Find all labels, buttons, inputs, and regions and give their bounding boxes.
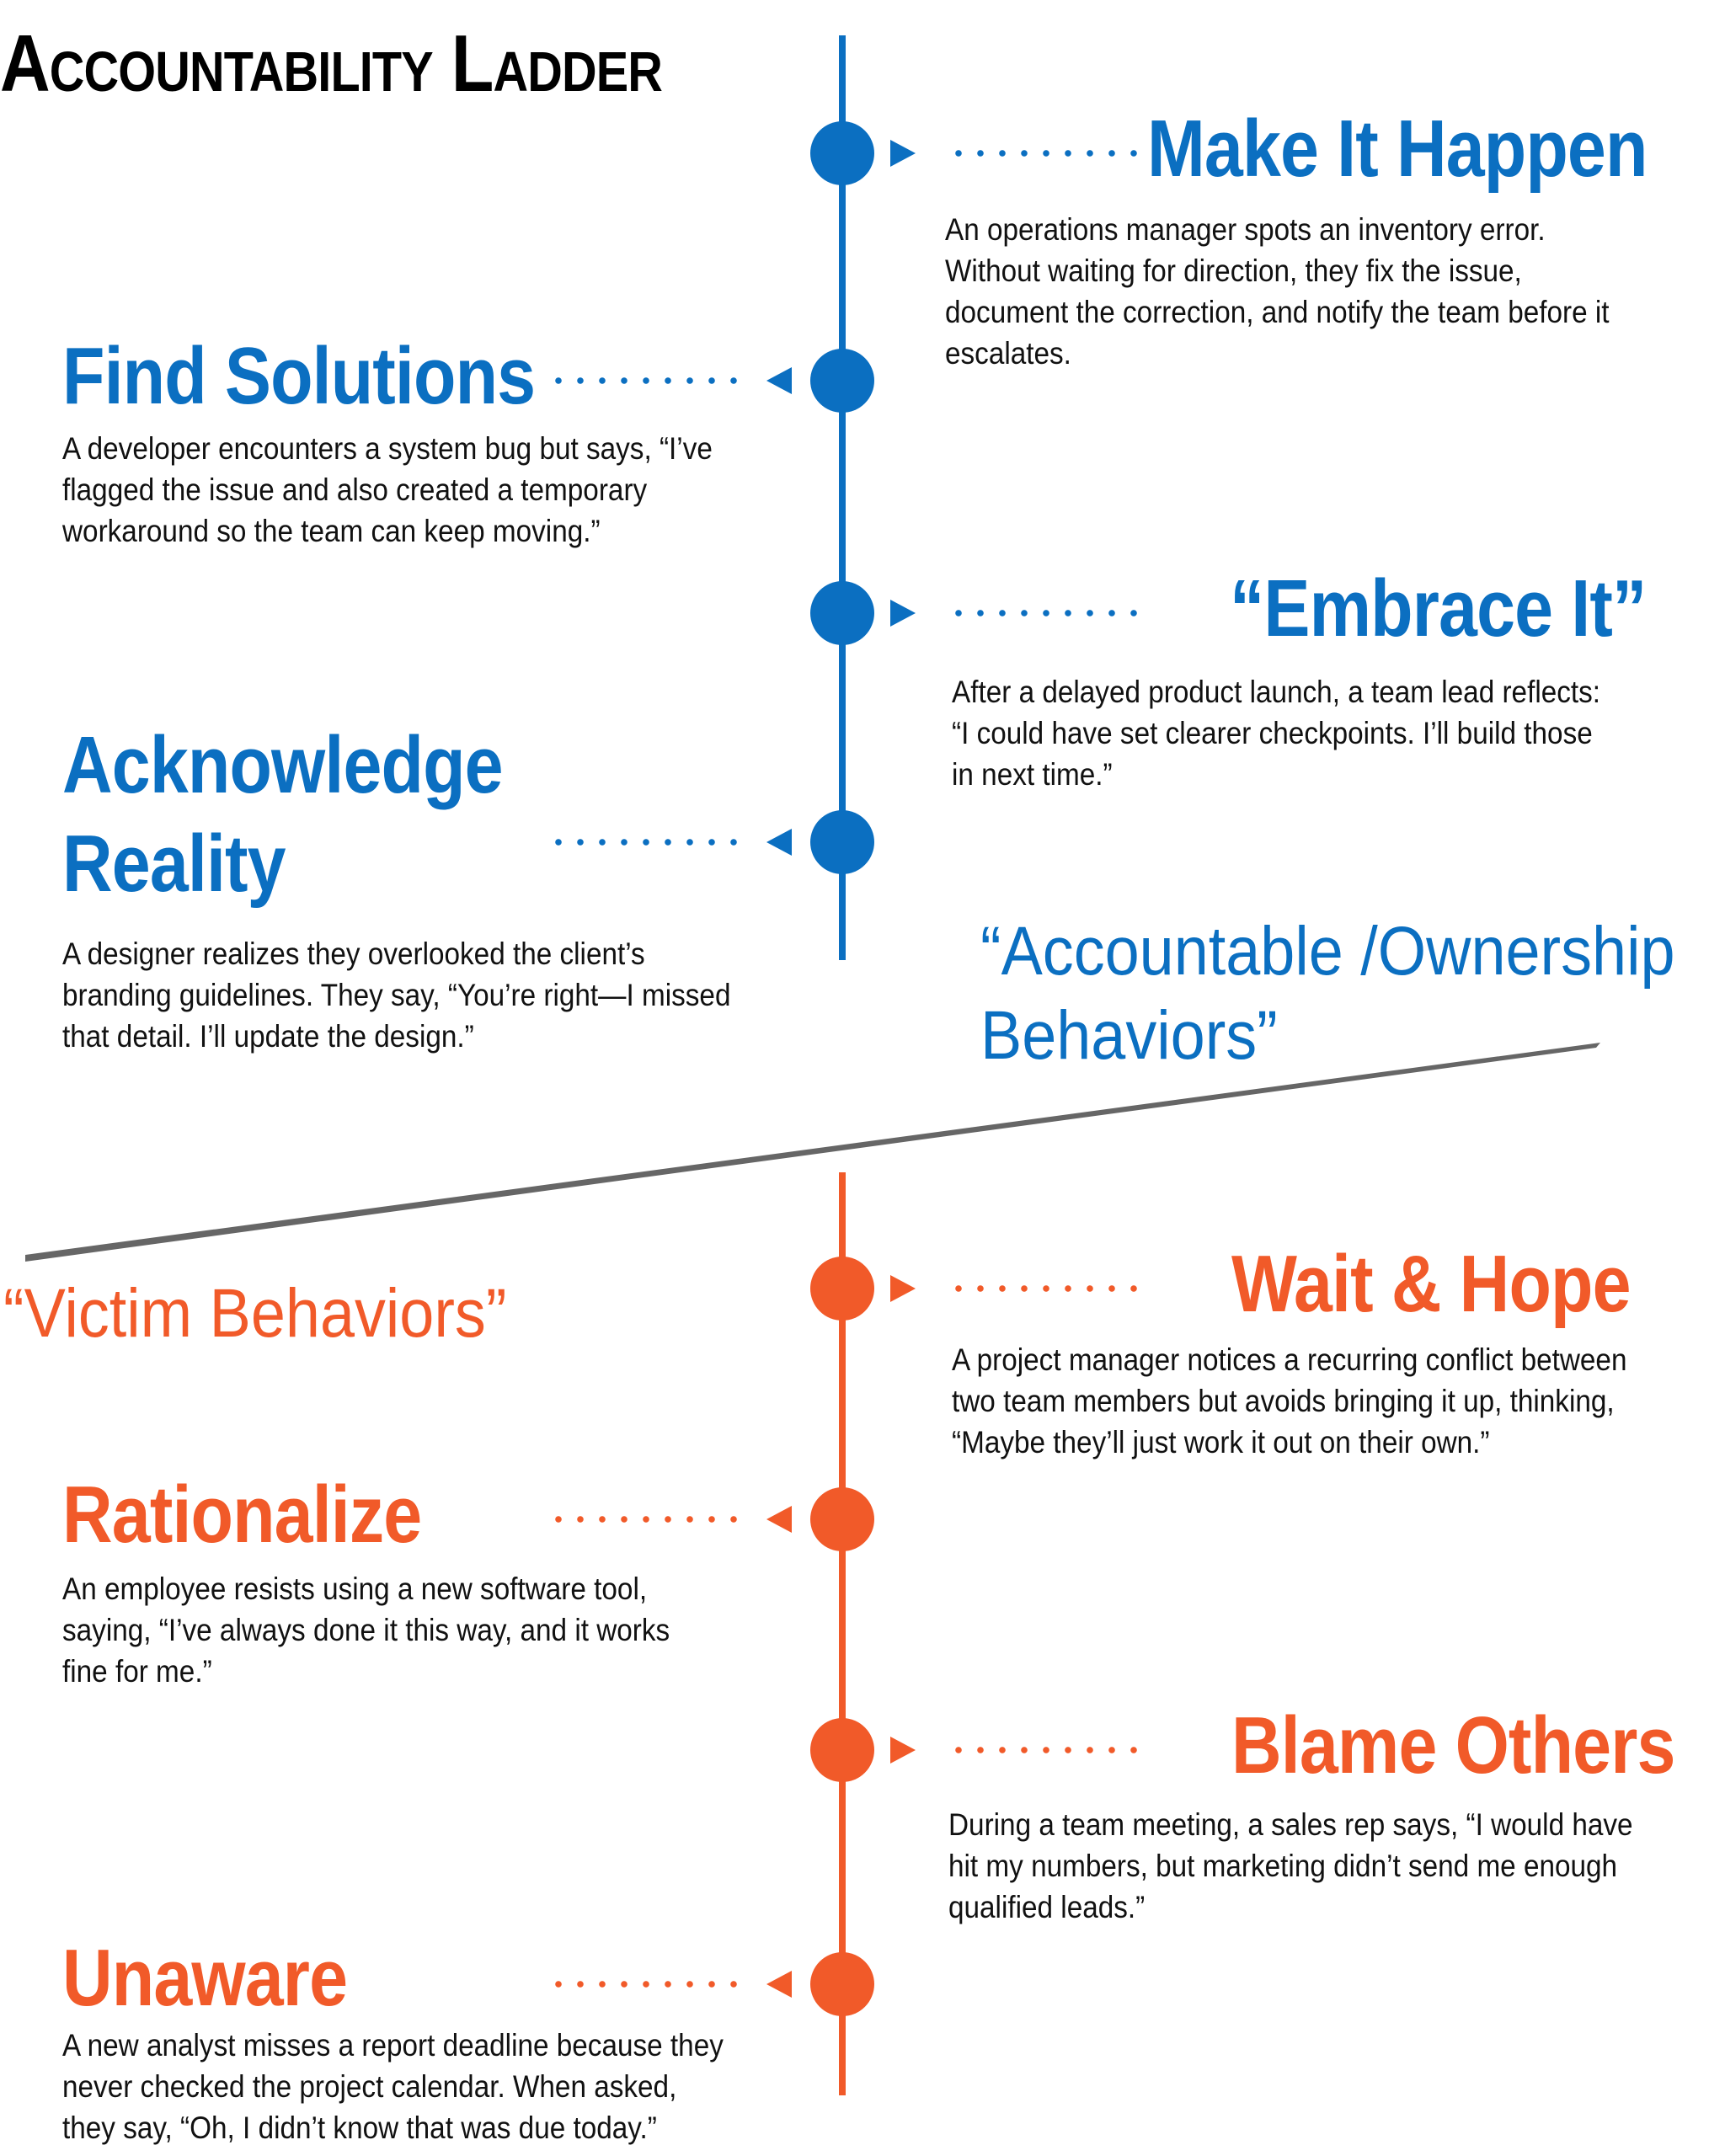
arrow-left-icon [766, 829, 792, 856]
victim-section-label: “Victim Behaviors” [3, 1275, 507, 1352]
step-description: An employee resists using a new software… [62, 1572, 670, 1689]
step-heading: Find Solutions [62, 331, 536, 421]
step-heading: Blame Others [1231, 1700, 1675, 1790]
dotted-connector [948, 1285, 1141, 1292]
step-node [810, 349, 874, 413]
step-heading: Rationalize [62, 1470, 422, 1560]
step-node [810, 1487, 874, 1551]
step-description: A project manager notices a recurring co… [952, 1342, 1627, 1460]
step-description: A designer realizes they overlooked the … [62, 937, 731, 1054]
step-description: After a delayed product launch, a team l… [952, 675, 1601, 792]
step-node [810, 810, 874, 874]
accountable-section-label: “Accountable /Ownership Behaviors” [980, 913, 1675, 1075]
step-node [810, 1952, 874, 2016]
step-heading: Unaware [62, 1933, 348, 2023]
arrow-right-icon [890, 1275, 916, 1302]
dotted-connector [547, 1981, 741, 1988]
step-node [810, 581, 874, 645]
step-heading: “Embrace It” [1230, 563, 1647, 654]
page-title: Accountability Ladder [0, 19, 663, 109]
step-description: An operations manager spots an inventory… [945, 212, 1610, 371]
dotted-connector [547, 839, 741, 846]
arrow-right-icon [890, 600, 916, 627]
arrow-right-icon [890, 1737, 916, 1764]
arrow-right-icon [890, 140, 916, 167]
arrow-left-icon [766, 367, 792, 394]
step-description: During a team meeting, a sales rep says,… [948, 1807, 1633, 1924]
arrow-left-icon [766, 1971, 792, 1998]
step-description: A new analyst misses a report deadline b… [62, 2028, 724, 2145]
step-heading: Make It Happen [1147, 104, 1648, 194]
dotted-connector [948, 150, 1141, 157]
accountable-spine [839, 35, 846, 960]
dotted-connector [547, 377, 741, 384]
step-heading: Wait & Hope [1231, 1239, 1632, 1329]
step-node [810, 121, 874, 185]
dotted-connector [948, 610, 1141, 616]
step-node [810, 1718, 874, 1782]
step-heading: Acknowledge Reality [62, 720, 504, 910]
dotted-connector [547, 1516, 741, 1523]
victim-spine [839, 1172, 846, 2095]
arrow-left-icon [766, 1506, 792, 1533]
step-node [810, 1257, 874, 1321]
step-description: A developer encounters a system bug but … [62, 431, 713, 548]
dotted-connector [948, 1747, 1141, 1753]
